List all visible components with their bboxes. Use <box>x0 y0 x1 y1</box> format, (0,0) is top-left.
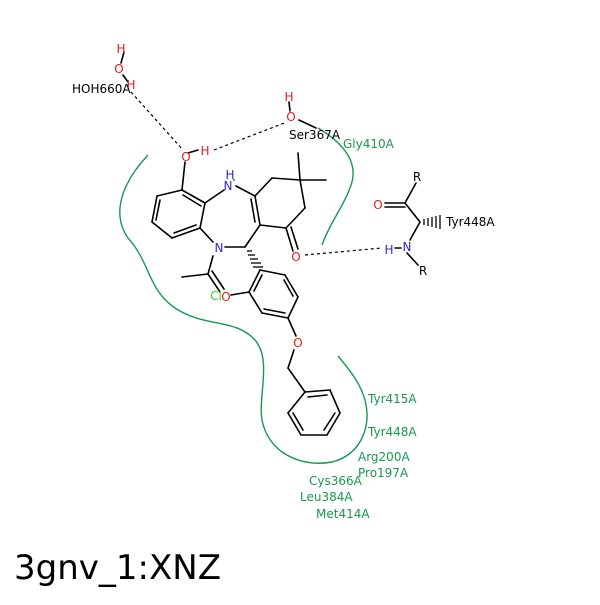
amide-oxygen-label: O <box>221 290 230 304</box>
tyr-residue-name: Tyr448A <box>445 215 495 229</box>
tyr-amide-hydrogen-label: H <box>384 243 393 257</box>
hydrogen-bonds <box>130 91 383 256</box>
residue-met414: Met414A <box>316 507 370 521</box>
tyr-r-bottom-label: R <box>419 264 427 278</box>
amine-nitrogen-label: N <box>224 179 233 193</box>
ether-oxygen-label: O <box>293 336 302 350</box>
serine-hydrogen-label: H <box>284 90 293 104</box>
residue-cys366: Cys366A <box>309 474 363 488</box>
serine-oxygen-label: O <box>286 110 295 124</box>
water-oxygen-label: O <box>114 62 123 76</box>
ketone-oxygen-label: O <box>291 250 300 264</box>
ring-nitrogen-label: N <box>215 241 224 255</box>
amine-hydrogen-label: H <box>225 168 234 182</box>
water-hydrogen-low-label: H <box>126 78 135 92</box>
residue-leu384: Leu384A <box>300 490 353 504</box>
water-hydrogen-top-label: H <box>116 42 125 56</box>
tyr-carbonyl-oxygen-label: O <box>373 198 382 212</box>
tyr448-backbone <box>384 182 441 266</box>
water-residue-name: HOH660A <box>72 82 131 96</box>
residue-tyr415: Tyr415A <box>367 392 417 406</box>
residue-arg200: Arg200A <box>358 450 410 464</box>
residue-labels: Gly410A Tyr415A Tyr448A Arg200A Pro197A … <box>300 137 417 521</box>
residue-gly410: Gly410A <box>343 137 395 151</box>
atom-labels: H O H HOH660A H O Ser367A O H N H N O Cl… <box>72 42 495 350</box>
partner-bonds <box>120 51 317 181</box>
tyr-r-top-label: R <box>413 170 421 184</box>
binding-pocket-outline <box>119 127 368 464</box>
ligand-bonds <box>151 152 341 436</box>
serine-residue-name: Ser367A <box>289 128 341 142</box>
tyr-amide-nitrogen-label: N <box>403 240 412 254</box>
diagram-title: 3gnv_1:XNZ <box>14 548 221 588</box>
phenol-hydrogen-label: H <box>200 144 209 158</box>
amide-chlorine-label: Cl <box>210 289 222 303</box>
phenol-oxygen-label: O <box>181 150 190 164</box>
residue-tyr448: Tyr448A <box>367 425 417 439</box>
residue-pro197: Pro197A <box>358 466 409 480</box>
